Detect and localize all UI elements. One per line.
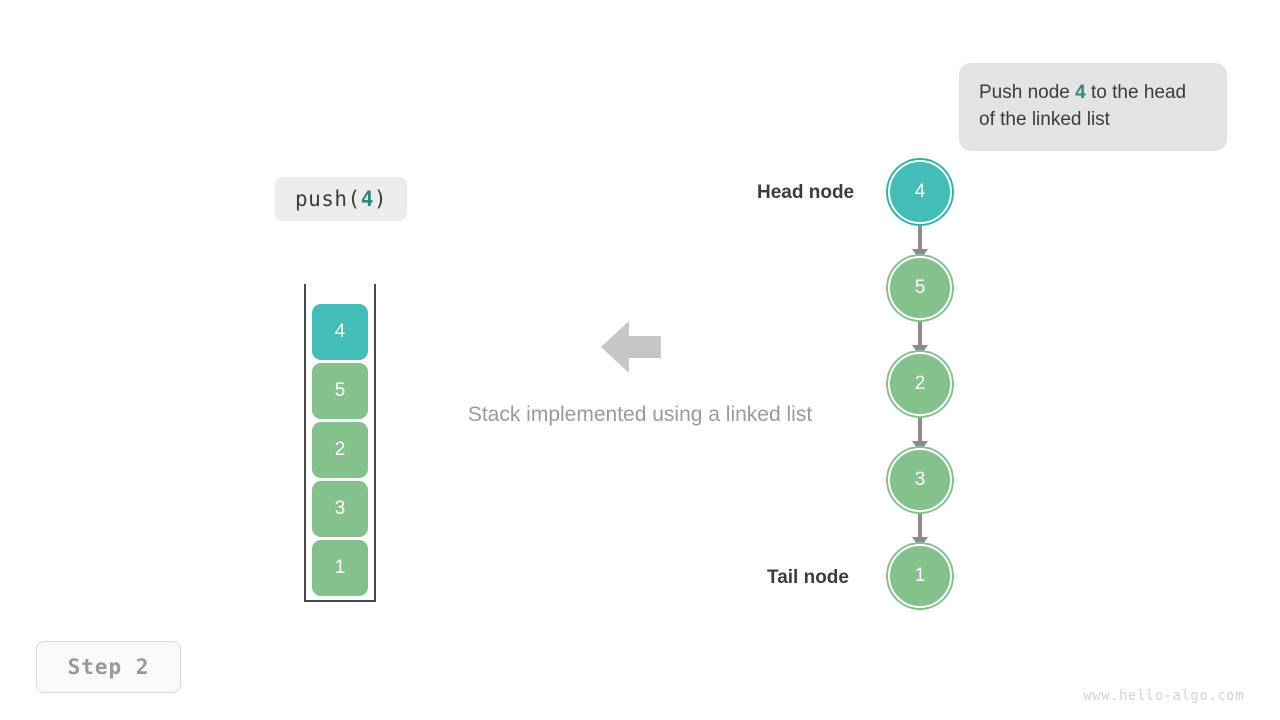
- left-arrow-icon: [601, 319, 661, 375]
- stack-container: 4 5 2 3 1: [304, 284, 376, 602]
- stack-cell: 4: [312, 304, 368, 360]
- head-node-label: Head node: [757, 182, 855, 203]
- callout-accent-value: 4: [1075, 82, 1086, 103]
- diagram-caption: Stack implemented using a linked list: [467, 403, 813, 426]
- stack-cell-list: 4 5 2 3 1: [312, 304, 368, 596]
- list-node: 4: [888, 160, 952, 224]
- callout-text-before: Push node: [979, 82, 1076, 103]
- operation-prefix: push(: [294, 187, 361, 211]
- connector-arrowhead-icon: [912, 441, 928, 452]
- operation-suffix: ): [373, 187, 388, 211]
- node-connector: [918, 226, 922, 256]
- connector-arrowhead-icon: [912, 537, 928, 548]
- tail-node-label: Tail node: [767, 567, 849, 588]
- node-connector: [918, 322, 922, 352]
- stack-cell: 2: [312, 422, 368, 478]
- list-node: 2: [888, 352, 952, 416]
- linked-list: 4 5 2 3 1: [888, 160, 952, 610]
- connector-arrowhead-icon: [912, 249, 928, 260]
- stack-wall-right: [374, 284, 376, 600]
- node-connector: [918, 418, 922, 448]
- callout-bubble: Push node 4 to the head of the linked li…: [959, 63, 1227, 151]
- stack-cell: 5: [312, 363, 368, 419]
- node-connector: [918, 514, 922, 544]
- stack-floor: [304, 600, 376, 602]
- operation-chip: push(4): [275, 177, 407, 221]
- stack-cell: 1: [312, 540, 368, 596]
- step-badge: Step 2: [36, 641, 181, 693]
- operation-argument: 4: [360, 187, 374, 211]
- callout-text-after: to the head of the linked list: [979, 82, 1187, 130]
- list-node: 5: [888, 256, 952, 320]
- list-node: 3: [888, 448, 952, 512]
- list-node: 1: [888, 544, 952, 608]
- connector-arrowhead-icon: [912, 345, 928, 356]
- stack-wall-left: [304, 284, 306, 600]
- watermark: www.hello-algo.com: [1083, 688, 1244, 704]
- stack-cell: 3: [312, 481, 368, 537]
